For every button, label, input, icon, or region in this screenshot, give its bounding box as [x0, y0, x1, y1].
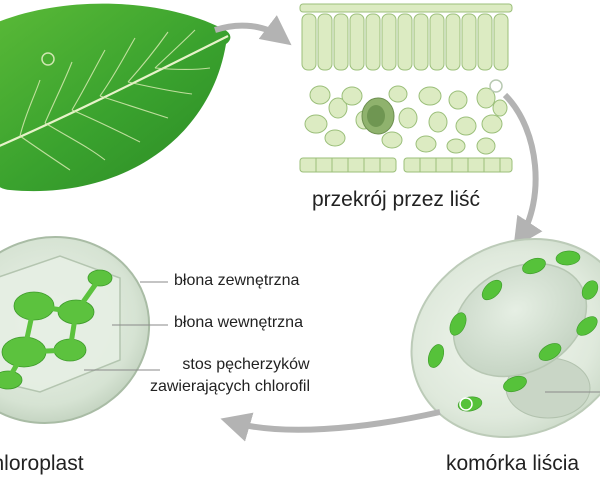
section-zoom-marker	[489, 79, 503, 93]
leaf-illustration	[0, 3, 231, 192]
arrow-cell-to-chloroplast	[220, 409, 441, 442]
label-leader-lines	[84, 281, 168, 371]
inner-membrane-label: błona wewnętrzna	[174, 314, 303, 331]
leaf-cell-label: komórka liścia	[446, 452, 580, 475]
grana-label-line2: zawierających chlorofil	[149, 378, 311, 395]
chloroplast-illustration	[0, 236, 151, 424]
leaf-cross-section-illustration	[299, 3, 513, 173]
grana-label-line1: stos pęcherzyków	[182, 356, 310, 373]
cross-section-label: przekrój przez liść	[312, 188, 481, 211]
outer-membrane-label: błona zewnętrzna	[174, 272, 300, 289]
arrow-leaf-to-section	[214, 15, 292, 46]
leaf-zoom-marker	[41, 52, 55, 66]
leaf-cell-illustration	[410, 238, 600, 438]
arrow-section-to-cell	[502, 92, 543, 249]
chloroplast-label: chloroplast	[0, 452, 84, 475]
cell-zoom-marker	[459, 397, 473, 411]
